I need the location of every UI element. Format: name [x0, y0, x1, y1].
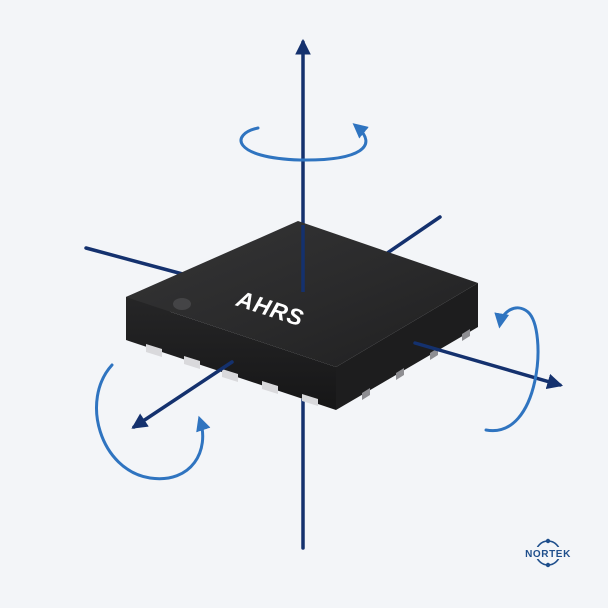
pad — [396, 368, 404, 380]
ahrs-chip: AHRS — [126, 221, 478, 410]
rotation-arrow-y — [95, 363, 211, 481]
nortek-logo: NORTEK — [524, 538, 572, 568]
logo-dot — [545, 538, 551, 544]
chip-right-face — [336, 283, 478, 410]
y-axis-arrow — [131, 360, 234, 429]
pad — [462, 329, 470, 341]
chip-front-face — [126, 297, 336, 410]
chip-top-face — [126, 221, 478, 367]
rotation-arrow-z — [239, 123, 369, 162]
chip-right-pads — [362, 329, 470, 400]
pad — [184, 356, 200, 369]
rotation-arrow-x — [484, 306, 540, 432]
x-axis-back-segment — [378, 215, 442, 260]
pad — [146, 344, 162, 357]
pad — [302, 394, 318, 406]
logo-text: NORTEK — [525, 549, 571, 560]
pin-one-marker — [173, 298, 191, 310]
logo-dot — [545, 562, 551, 568]
axis-lines-back — [84, 215, 442, 550]
pad — [362, 388, 370, 400]
y-axis-back-segment — [84, 246, 192, 278]
pad — [222, 369, 238, 382]
pad — [430, 348, 438, 360]
chip-pads — [146, 344, 318, 406]
pad — [262, 381, 278, 394]
